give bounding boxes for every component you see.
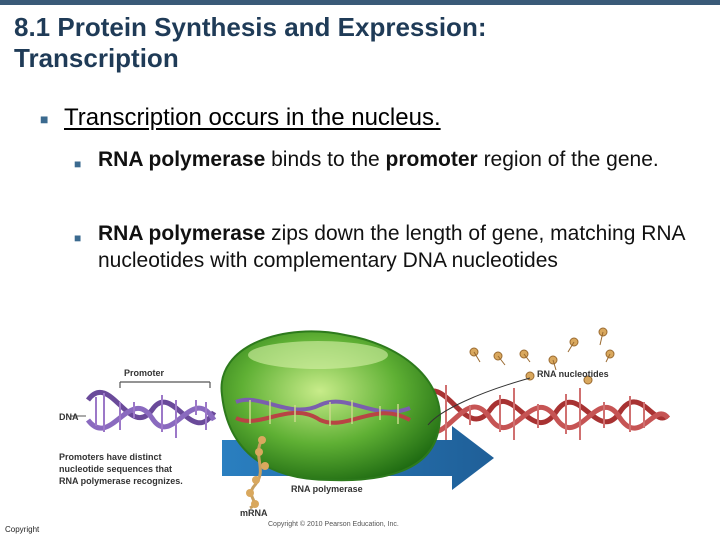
term-promoter: promoter bbox=[385, 148, 478, 171]
caption-line-1: Promoters have distinct bbox=[59, 452, 162, 462]
label-mrna: mRNA bbox=[240, 508, 268, 518]
caption-line-2: nucleotide sequences that bbox=[59, 464, 172, 474]
nucleotide-leader-line bbox=[427, 377, 531, 426]
sub1-text-a: binds to the bbox=[265, 148, 386, 171]
slide-title: 8.1 Protein Synthesis and Expression: Tr… bbox=[14, 12, 704, 74]
rna-polymerase-shape bbox=[220, 330, 441, 482]
square-bullet-icon: ■ bbox=[74, 157, 82, 171]
title-line-1: 8.1 Protein Synthesis and Expression: bbox=[14, 12, 487, 42]
square-bullet-icon: ■ bbox=[74, 231, 82, 245]
rna-nucleotides bbox=[469, 327, 615, 385]
copyright-footer: Copyright bbox=[5, 525, 40, 534]
caption-line-3: RNA polymerase recognizes. bbox=[59, 476, 183, 486]
dna-helix-left bbox=[85, 390, 217, 438]
term-rna-polymerase: RNA polymerase bbox=[98, 222, 266, 245]
main-bullet: ■ Transcription occurs in the nucleus. bbox=[40, 104, 441, 132]
top-accent-bar bbox=[0, 0, 720, 5]
label-rna-nucleotides: RNA nucleotides bbox=[537, 369, 609, 379]
sub-bullet-2: ■ RNA polymerase zips down the length of… bbox=[74, 220, 694, 274]
dna-helix-right bbox=[418, 385, 671, 442]
main-bullet-text: Transcription occurs in the nucleus. bbox=[64, 104, 441, 131]
title-line-2: Transcription bbox=[14, 43, 179, 73]
sub-bullet-1: ■ RNA polymerase binds to the promoter r… bbox=[74, 146, 694, 173]
label-dna: DNA bbox=[59, 412, 79, 422]
sub1-text-b: region of the gene. bbox=[477, 148, 659, 171]
image-credit: Copyright © 2010 Pearson Education, Inc. bbox=[268, 521, 399, 528]
square-bullet-icon: ■ bbox=[40, 111, 49, 127]
mrna-strand bbox=[246, 436, 269, 510]
promoter-bracket bbox=[119, 381, 211, 388]
label-rna-polymerase: RNA polymerase bbox=[291, 484, 363, 494]
label-promoter: Promoter bbox=[124, 368, 165, 378]
sub2-text: zips down the length of gene, matching R… bbox=[98, 222, 685, 272]
term-rna-polymerase: RNA polymerase bbox=[98, 148, 266, 171]
